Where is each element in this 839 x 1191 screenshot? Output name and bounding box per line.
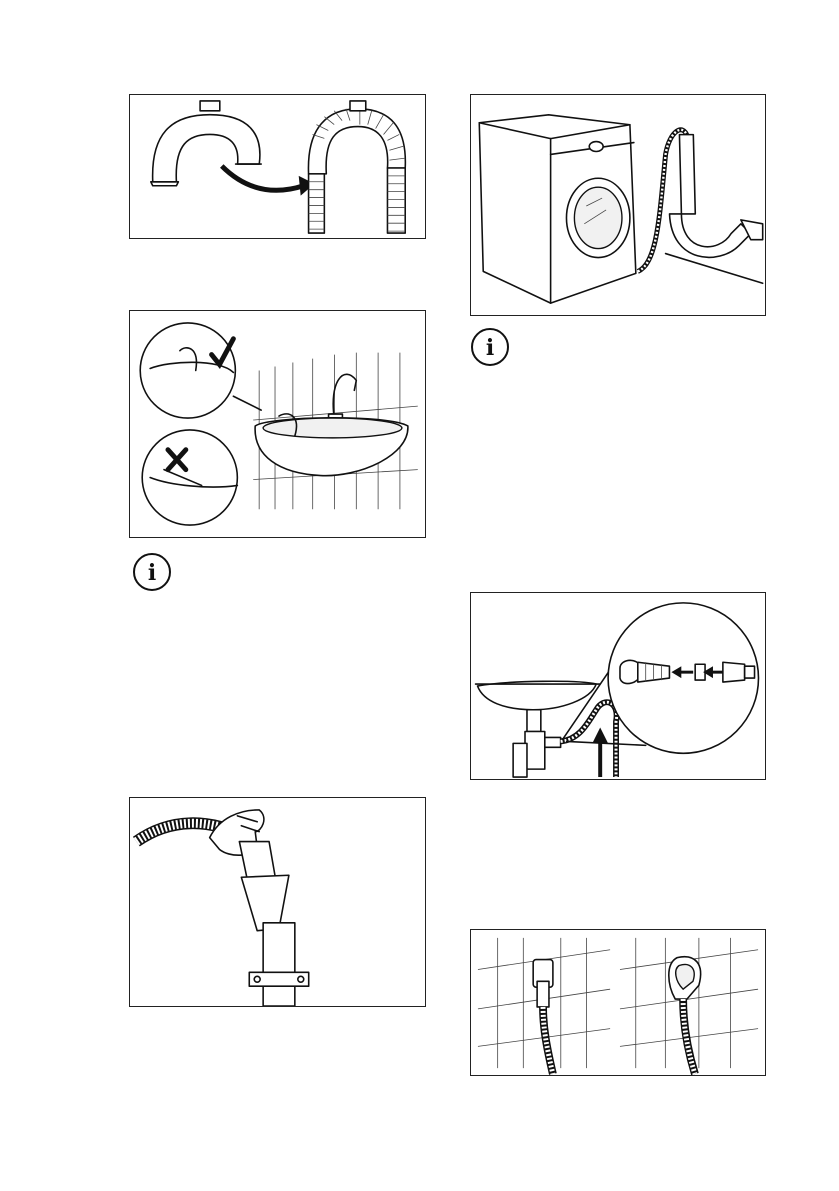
wall-outlet-icon (471, 930, 765, 1075)
u-piece-hose-icon (130, 95, 425, 238)
sink-trap-icon (471, 593, 765, 779)
info-icon: i (470, 327, 510, 367)
info-icon: i (132, 552, 172, 592)
figure-hose-u-piece (129, 94, 426, 239)
sink-check-cross-icon (130, 311, 425, 537)
figure-wall-outlets (470, 929, 766, 1076)
figure-sink-trap-connection (470, 592, 766, 780)
info-symbol: i (148, 560, 156, 586)
washing-machine-icon (471, 95, 765, 315)
figure-standpipe-insertion (129, 797, 426, 1007)
figure-washing-machine-drain (470, 94, 766, 316)
figure-sink-hose-placement (129, 310, 426, 538)
standpipe-hand-icon (130, 798, 425, 1006)
info-symbol: i (486, 335, 494, 361)
